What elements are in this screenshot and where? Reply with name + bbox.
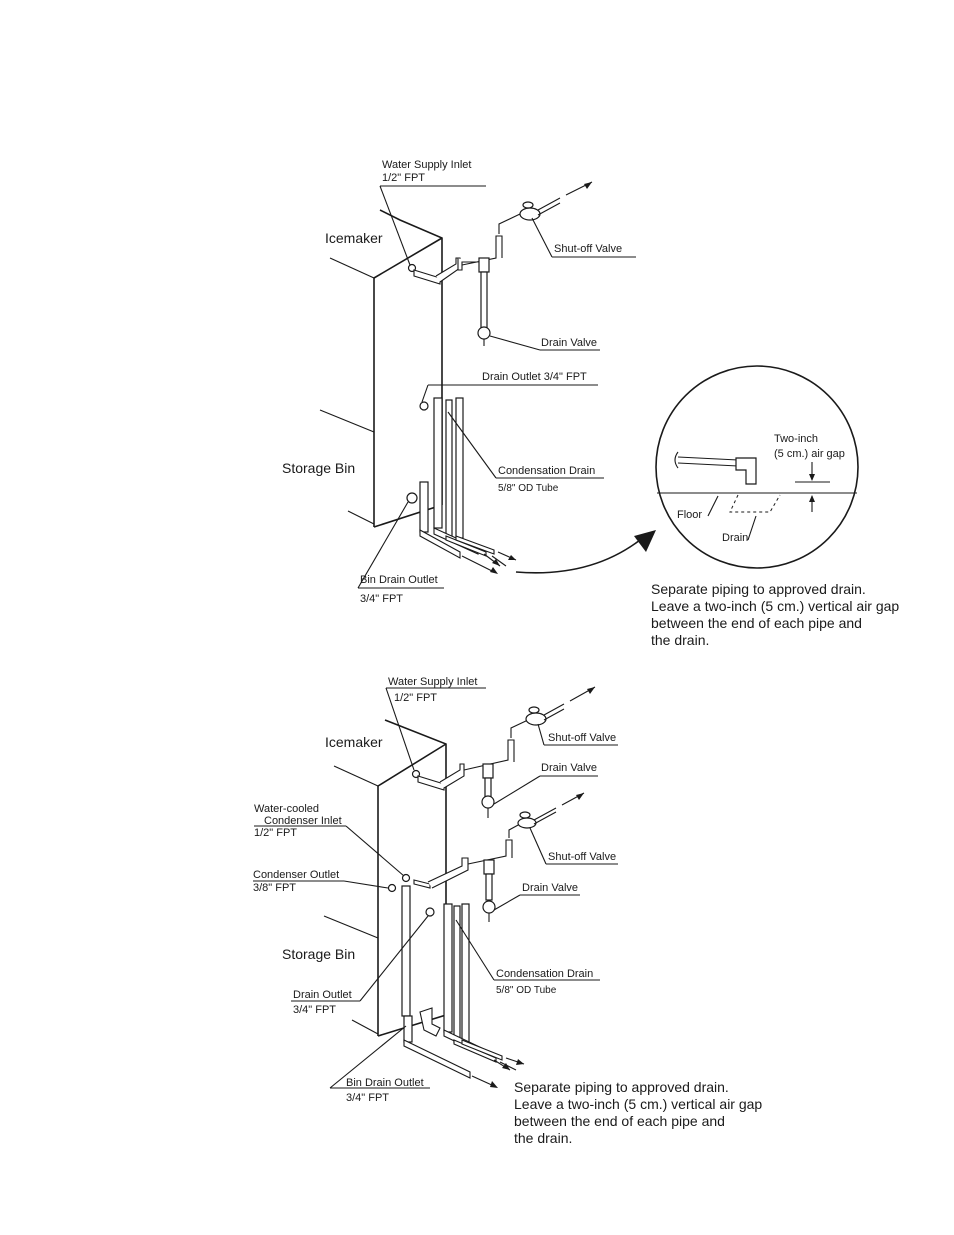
bin-drain-outlet-label-2: Bin Drain Outlet (346, 1077, 424, 1089)
floor-label: Floor (677, 509, 702, 521)
water-supply-inlet-label-1: Water Supply Inlet (382, 159, 471, 171)
drain-outlet-label-1: Drain Outlet 3/4" FPT (482, 371, 587, 383)
drain-valve-label-1: Drain Valve (541, 337, 597, 349)
condenser-piping-2 (387, 792, 585, 1017)
shutoff-valve-label-2a: Shut-off Valve (548, 732, 616, 744)
bin-drain-outlet-label-1: Bin Drain Outlet (360, 574, 438, 586)
bin-drain-size-label-1: 3/4" FPT (360, 593, 403, 605)
condensation-drain-label-1: Condensation Drain (498, 465, 595, 477)
air-gap-label-line1: Two-inch (774, 433, 818, 445)
note-2-line-1: Separate piping to approved drain. (514, 1079, 729, 1095)
note-1-line-1: Separate piping to approved drain. (651, 581, 866, 597)
drain-label: Drain (722, 532, 748, 544)
storage-bin-label-2: Storage Bin (282, 946, 355, 962)
note-1-line-2: Leave a two-inch (5 cm.) vertical air ga… (651, 598, 899, 614)
icemaker-label-2: Icemaker (325, 734, 383, 750)
condensation-drain-label-2: Condensation Drain (496, 968, 593, 980)
water-supply-piping-1 (407, 181, 593, 346)
water-supply-inlet-label-2: Water Supply Inlet (388, 676, 477, 688)
storage-bin-label-1: Storage Bin (282, 460, 355, 476)
note-2-line-2: Leave a two-inch (5 cm.) vertical air ga… (514, 1096, 762, 1112)
note-2: Separate piping to approved drain. Leave… (514, 1079, 762, 1146)
drain-valve-label-2b: Drain Valve (522, 882, 578, 894)
note-1-line-4: the drain. (651, 632, 709, 648)
bin-drain-size-label-2: 3/4" FPT (346, 1092, 389, 1104)
condenser-inlet-size-label: 1/2" FPT (254, 827, 297, 839)
water-supply-piping-2 (411, 686, 596, 818)
note-1-line-3: between the end of each pipe and (651, 615, 862, 631)
condenser-inlet-label-line2: Condenser Inlet (264, 815, 342, 827)
diagram-2: Water Supply Inlet 1/2" FPT Icemaker Shu… (253, 676, 618, 1104)
drain-outlet-size-label-2: 3/4" FPT (293, 1004, 336, 1016)
drain-outlet-label-2: Drain Outlet (293, 989, 352, 1001)
shutoff-valve-label-2b: Shut-off Valve (548, 851, 616, 863)
diagram-1: Water Supply Inlet 1/2" FPT Icemaker Shu… (282, 159, 656, 605)
note-2-line-4: the drain. (514, 1130, 572, 1146)
drain-piping-1 (406, 397, 517, 574)
water-supply-size-label-2: 1/2" FPT (394, 692, 437, 704)
condenser-inlet-label-line1: Water-cooled (254, 803, 319, 815)
drain-valve-label-2a: Drain Valve (541, 762, 597, 774)
shutoff-valve-label-1: Shut-off Valve (554, 243, 622, 255)
condenser-outlet-label: Condenser Outlet (253, 869, 339, 881)
condenser-outlet-size-label: 3/8" FPT (253, 882, 296, 894)
condensation-size-label-2: 5/8" OD Tube (496, 985, 557, 996)
water-supply-size-label-1: 1/2" FPT (382, 172, 425, 184)
air-gap-detail: Two-inch (5 cm.) air gap Floor Drain (655, 365, 859, 569)
icemaker-cabinet-1 (319, 209, 443, 528)
drain-piping-2 (403, 903, 525, 1088)
air-gap-label-line2: (5 cm.) air gap (774, 448, 845, 460)
icemaker-label-1: Icemaker (325, 230, 383, 246)
note-1: Separate piping to approved drain. Leave… (651, 581, 899, 648)
condensation-size-label-1: 5/8" OD Tube (498, 483, 559, 494)
leader-lines-2 (253, 687, 618, 1089)
note-2-line-3: between the end of each pipe and (514, 1113, 725, 1129)
leader-lines-1 (357, 185, 636, 589)
